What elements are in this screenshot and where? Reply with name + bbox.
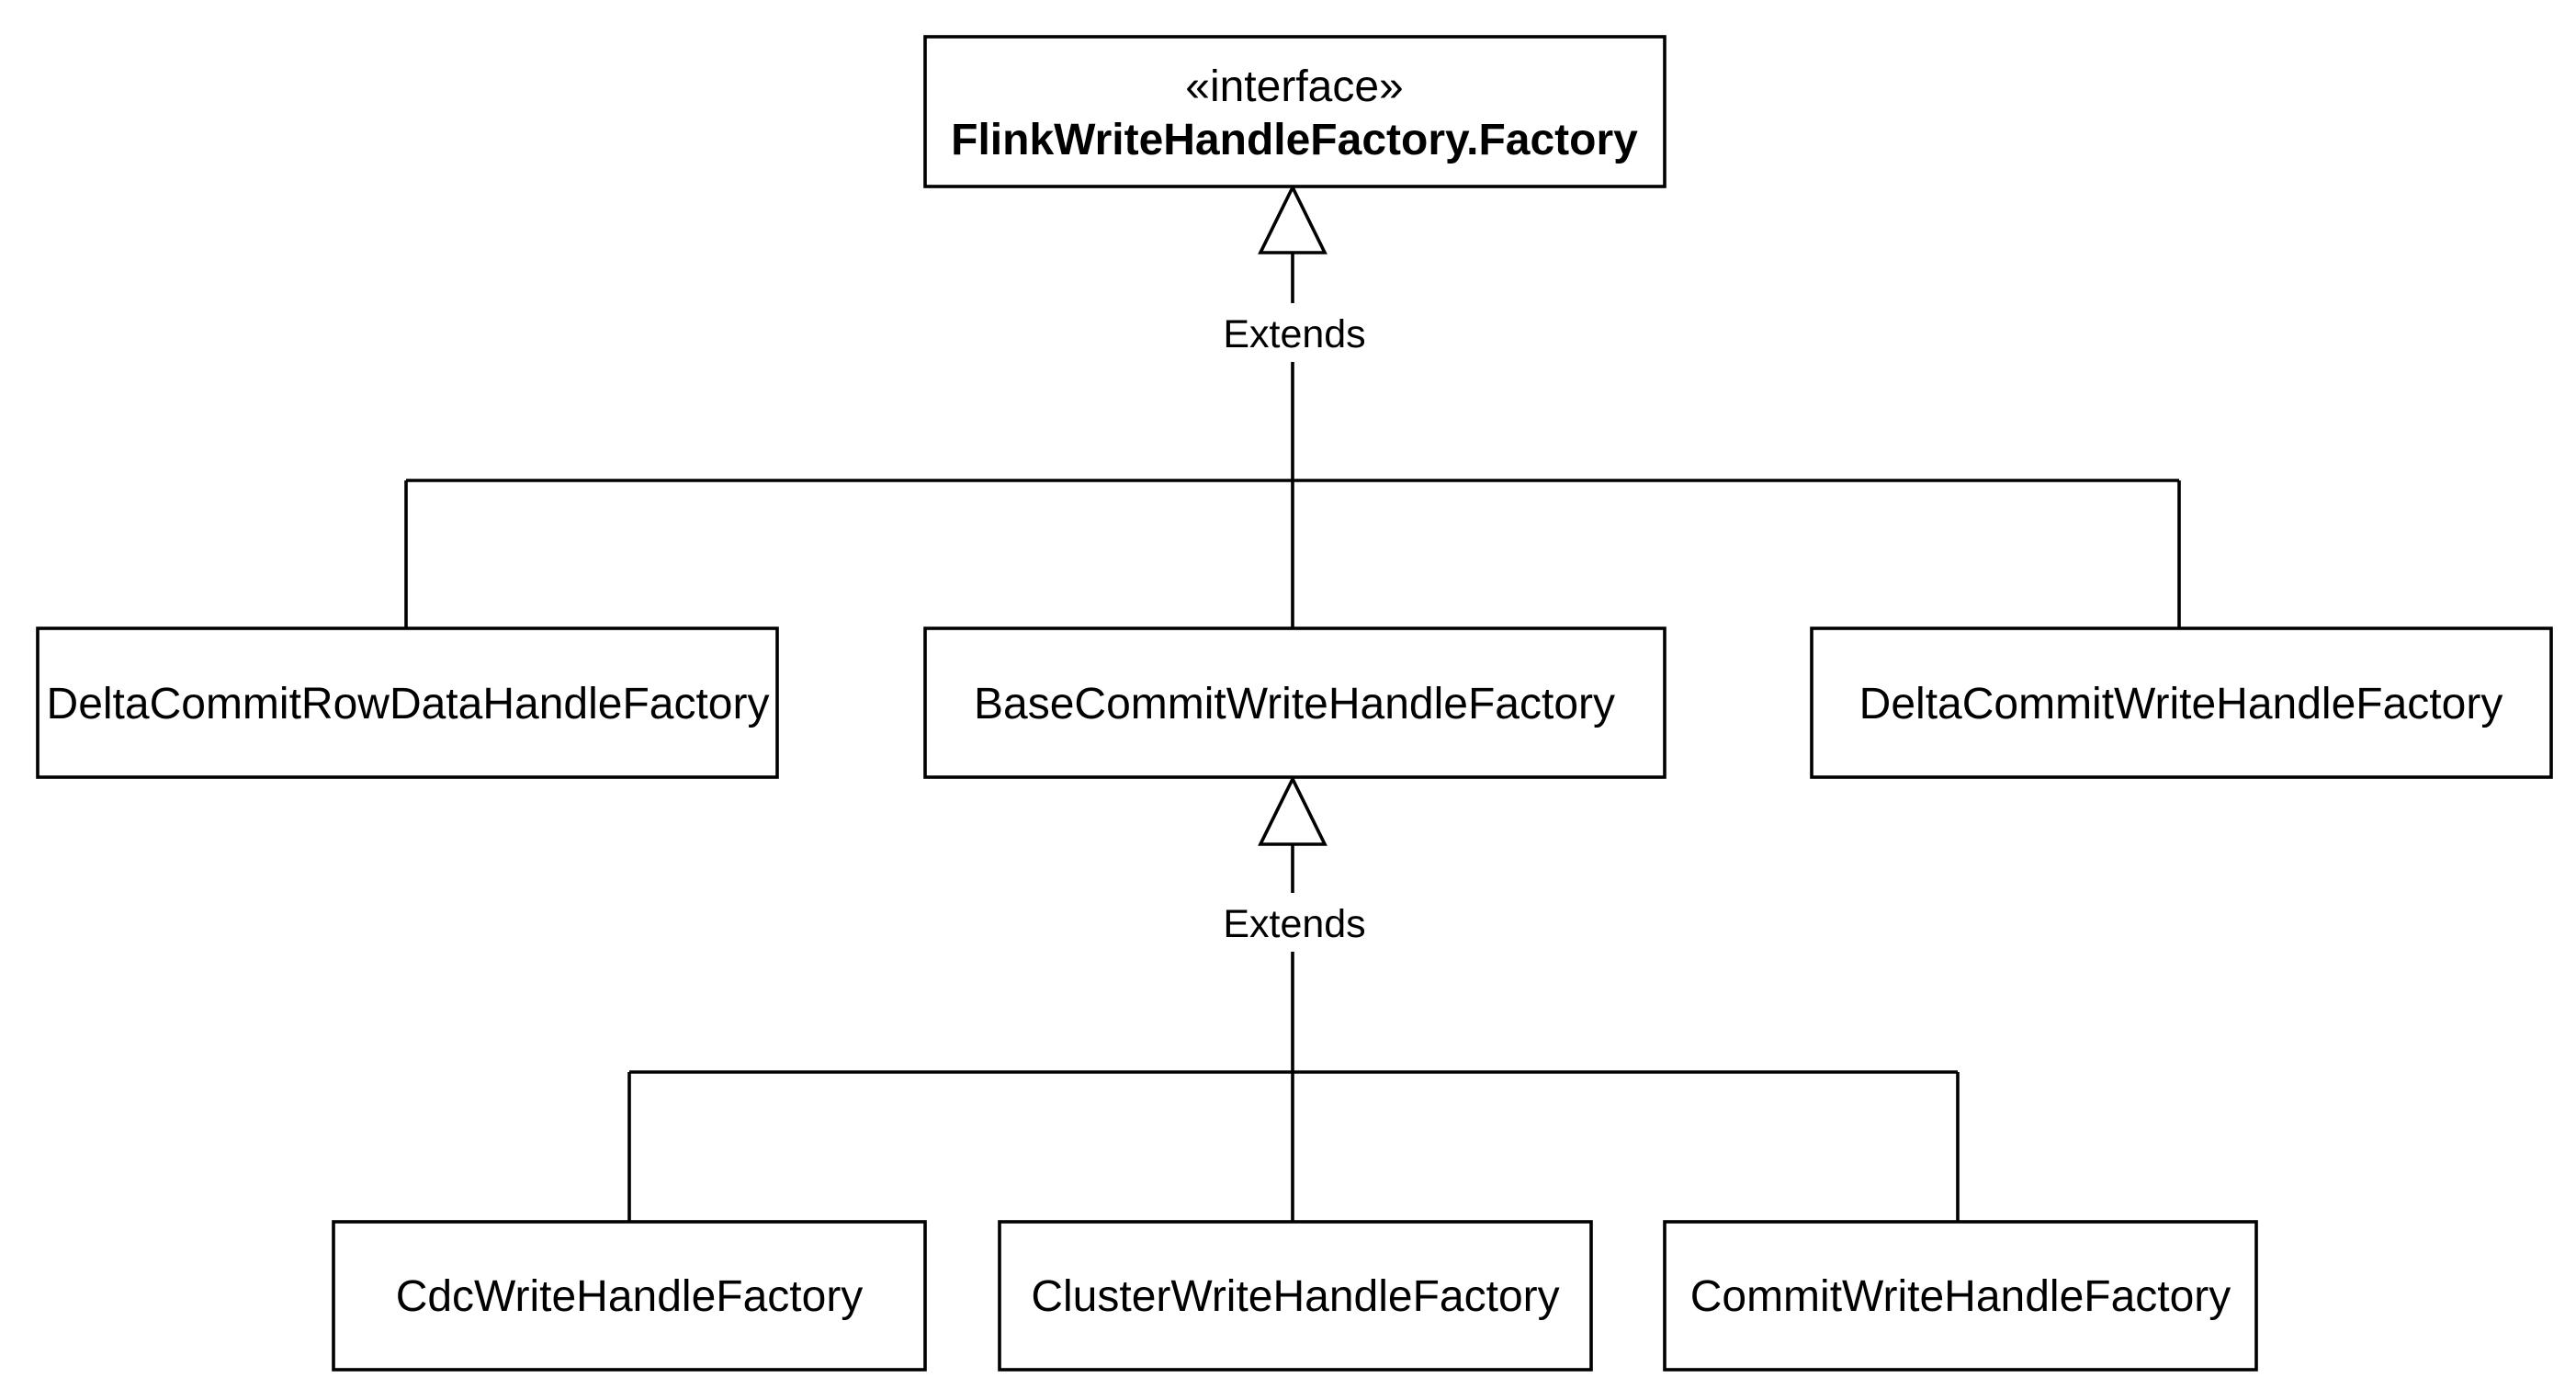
interface-name: FlinkWriteHandleFactory.Factory bbox=[951, 116, 1638, 164]
class-name: DeltaCommitWriteHandleFactory bbox=[1859, 680, 2503, 728]
class-box-commit-write: CommitWriteHandleFactory bbox=[1663, 1220, 2258, 1372]
inheritance-arrowhead-top bbox=[1258, 183, 1328, 254]
class-box-cdc-write: CdcWriteHandleFactory bbox=[332, 1220, 927, 1372]
class-name: DeltaCommitRowDataHandleFactory bbox=[47, 680, 770, 728]
class-box-border bbox=[1810, 627, 2553, 779]
class-box-delta-commit-write: DeltaCommitWriteHandleFactory bbox=[1810, 627, 2553, 779]
extends-label-bottom: Extends bbox=[1223, 902, 1365, 946]
class-name: ClusterWriteHandleFactory bbox=[1031, 1272, 1559, 1321]
interface-box-border bbox=[923, 35, 1666, 188]
class-box-border bbox=[923, 627, 1666, 779]
edge-label-bg-top bbox=[1215, 303, 1371, 362]
class-name: CdcWriteHandleFactory bbox=[396, 1272, 864, 1321]
inheritance-arrowhead-bottom bbox=[1258, 774, 1328, 846]
interface-stereotype: «interface» bbox=[1185, 62, 1404, 111]
class-name: CommitWriteHandleFactory bbox=[1690, 1272, 2231, 1321]
extends-label-top: Extends bbox=[1223, 312, 1365, 356]
class-box-border bbox=[332, 1220, 927, 1372]
edge-label-bg-bottom bbox=[1215, 893, 1371, 952]
class-box-border bbox=[36, 627, 779, 779]
class-box-border bbox=[1663, 1220, 2258, 1372]
class-box-border bbox=[998, 1220, 1593, 1372]
extends-edge-bottom: Extends bbox=[627, 774, 1960, 1221]
class-box-base-commit-write: BaseCommitWriteHandleFactory bbox=[923, 627, 1666, 779]
interface-class-box: «interface» FlinkWriteHandleFactory.Fact… bbox=[923, 35, 1666, 188]
class-box-delta-commit-row-data: DeltaCommitRowDataHandleFactory bbox=[36, 627, 779, 779]
class-name: BaseCommitWriteHandleFactory bbox=[974, 680, 1615, 728]
extends-edge-top: Extends bbox=[404, 183, 2181, 627]
class-box-cluster-write: ClusterWriteHandleFactory bbox=[998, 1220, 1593, 1372]
